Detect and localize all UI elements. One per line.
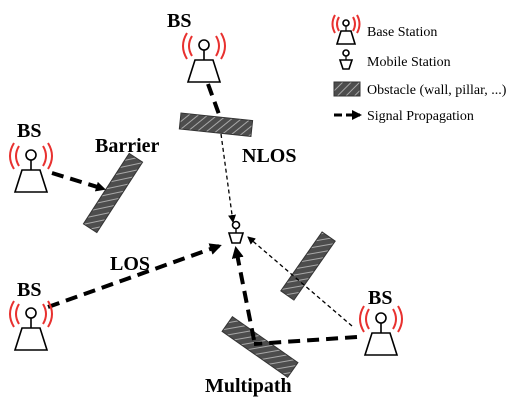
- legend-obstacle-text: Obstacle (wall, pillar, ...): [367, 83, 507, 98]
- signal-los: [47, 243, 222, 309]
- barrier-label: Barrier: [95, 135, 160, 157]
- legend: Base Station Mobile Station Obstacle (wa…: [331, 14, 507, 124]
- nlos-label: NLOS: [242, 145, 296, 167]
- obstacle-multipath: [221, 315, 299, 379]
- obstacle-barrier: [82, 152, 144, 234]
- signal-right-to-reflector: [253, 335, 358, 346]
- base-station-right: [359, 305, 403, 356]
- bs-label-right: BS: [368, 287, 392, 309]
- bs-label-left: BS: [17, 120, 41, 142]
- base-station-top: [182, 32, 226, 83]
- obstacle-right: [280, 231, 336, 301]
- los-label: LOS: [110, 253, 150, 275]
- bs-label-bottom-left: BS: [17, 279, 41, 301]
- multipath-label: Multipath: [205, 375, 292, 397]
- signal-reflected: [231, 246, 256, 341]
- mobile-station: [227, 220, 245, 244]
- legend-base-station-icon: [331, 14, 361, 45]
- signal-top-to-wall: [206, 83, 222, 118]
- signal-nlos: [220, 133, 237, 223]
- obstacle-top: [178, 112, 254, 137]
- signal-right-nlos: [247, 236, 353, 327]
- legend-mobile-station-text: Mobile Station: [367, 55, 451, 70]
- signal-left-to-barrier: [51, 171, 106, 192]
- legend-signal-text: Signal Propagation: [367, 109, 474, 124]
- bs-label-top: BS: [167, 10, 191, 32]
- legend-obstacle-icon: [333, 81, 361, 97]
- legend-base-station-text: Base Station: [367, 25, 437, 40]
- base-station-left: [9, 142, 53, 193]
- base-station-bottom-left: [9, 300, 53, 351]
- legend-mobile-station-icon: [338, 49, 354, 70]
